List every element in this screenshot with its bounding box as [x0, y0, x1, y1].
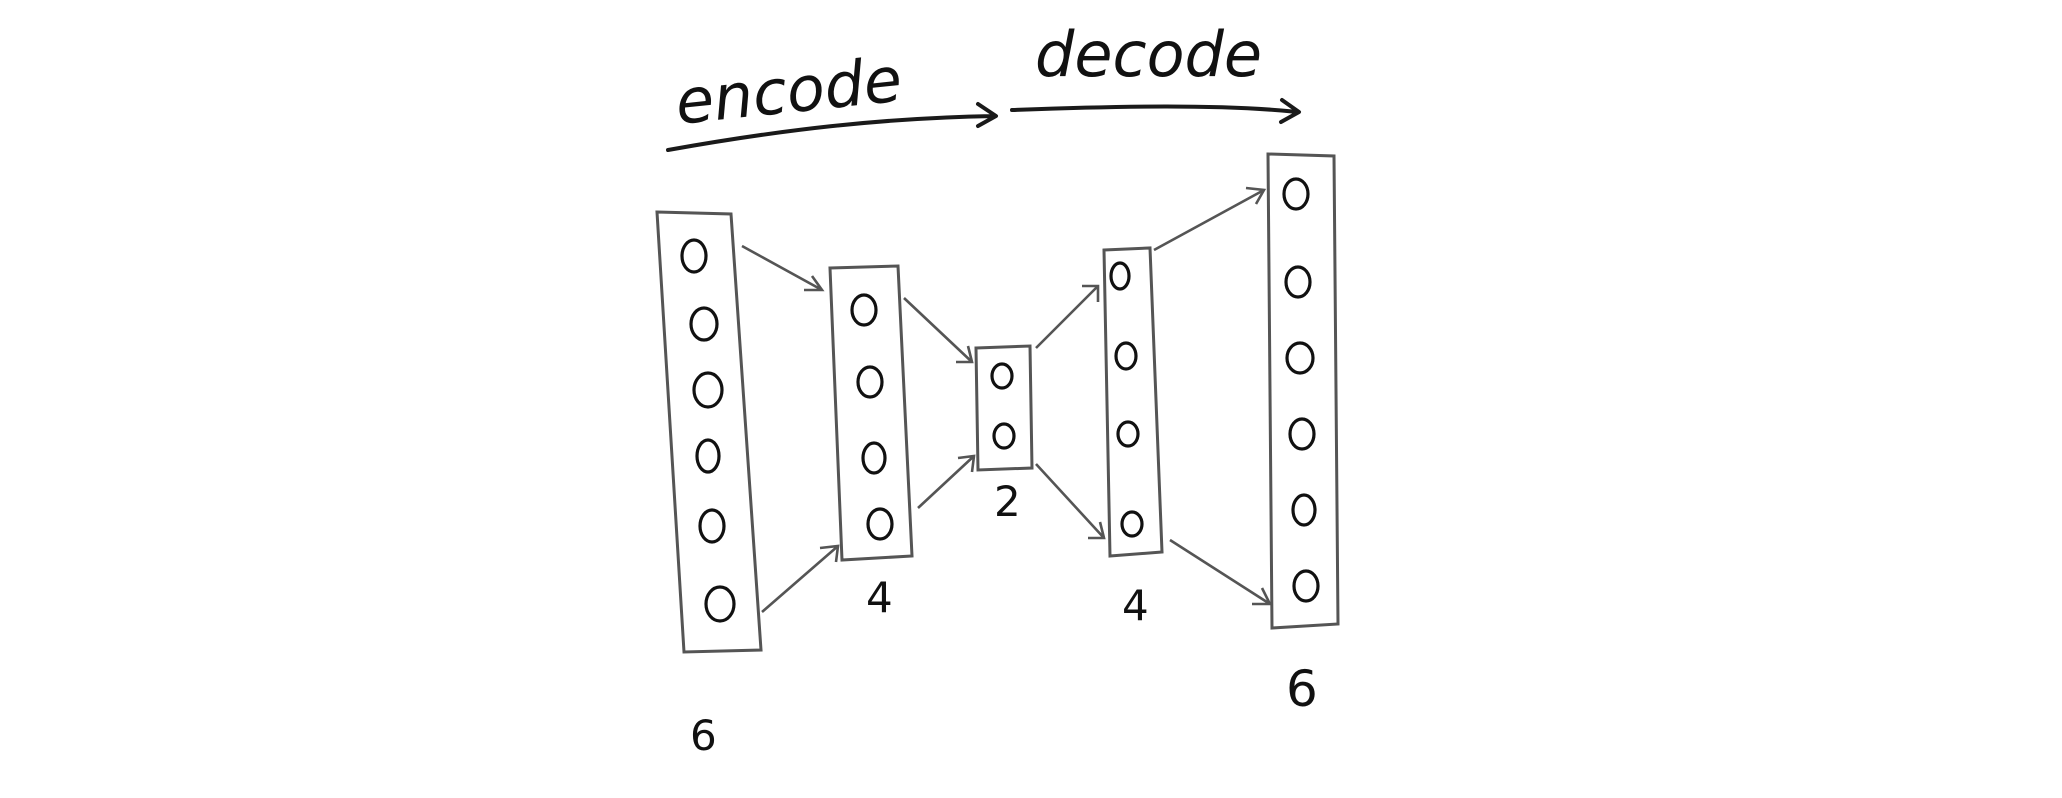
layer-box-input: [655, 210, 763, 654]
neuron: [689, 306, 719, 342]
neuron: [1288, 417, 1316, 451]
neuron: [1292, 569, 1320, 603]
neuron: [698, 508, 726, 544]
neuron: [704, 585, 736, 623]
layer-count-bottleneck: 2: [994, 477, 1021, 526]
connection-arrow: [903, 297, 974, 364]
decode-label: decode: [1035, 18, 1262, 91]
layer-decoder-hidden-neurons: [1109, 261, 1144, 538]
connection-arrow: [1153, 186, 1267, 252]
neuron: [695, 438, 721, 474]
layer-output-neurons: [1282, 177, 1320, 603]
connection-arrows: [741, 186, 1273, 613]
neuron: [1116, 420, 1140, 448]
neuron: [990, 362, 1014, 390]
layer-box-bottleneck: [974, 344, 1034, 472]
connection-arrow: [761, 544, 840, 613]
neuron: [866, 507, 894, 541]
layer-count-encoder-hidden: 4: [866, 573, 893, 622]
layer-count-output: 6: [1286, 660, 1318, 718]
neuron: [1120, 510, 1144, 538]
neuron: [1291, 493, 1317, 527]
connection-arrow: [917, 454, 976, 509]
encode-label: encode: [672, 43, 905, 139]
connection-arrow: [741, 244, 825, 292]
neuron: [680, 238, 708, 274]
layer-count-decoder-hidden: 4: [1122, 581, 1149, 630]
neuron: [692, 371, 724, 409]
neuron: [1285, 341, 1315, 375]
neuron: [1284, 265, 1312, 299]
neuron: [992, 422, 1016, 450]
connection-arrow: [1169, 538, 1273, 606]
layer-box-decoder-hidden: [1102, 246, 1164, 558]
neuron: [861, 441, 887, 475]
neuron: [856, 365, 884, 399]
connection-arrow: [1035, 284, 1100, 349]
decode-arrow: [1010, 98, 1301, 124]
layer-box-output: [1266, 152, 1340, 630]
neuron: [1282, 177, 1310, 211]
neuron: [850, 293, 878, 327]
neuron: [1114, 341, 1138, 371]
layer-bottleneck-neurons: [990, 362, 1016, 450]
layer-input-neurons: [680, 238, 736, 623]
layer-box-encoder-hidden: [828, 264, 914, 562]
layer-count-input: 6: [690, 711, 717, 760]
connection-arrow: [1035, 463, 1106, 540]
layer-encoder-hidden-neurons: [850, 293, 894, 541]
neuron: [1109, 261, 1131, 291]
encode-arrow: [666, 102, 998, 152]
